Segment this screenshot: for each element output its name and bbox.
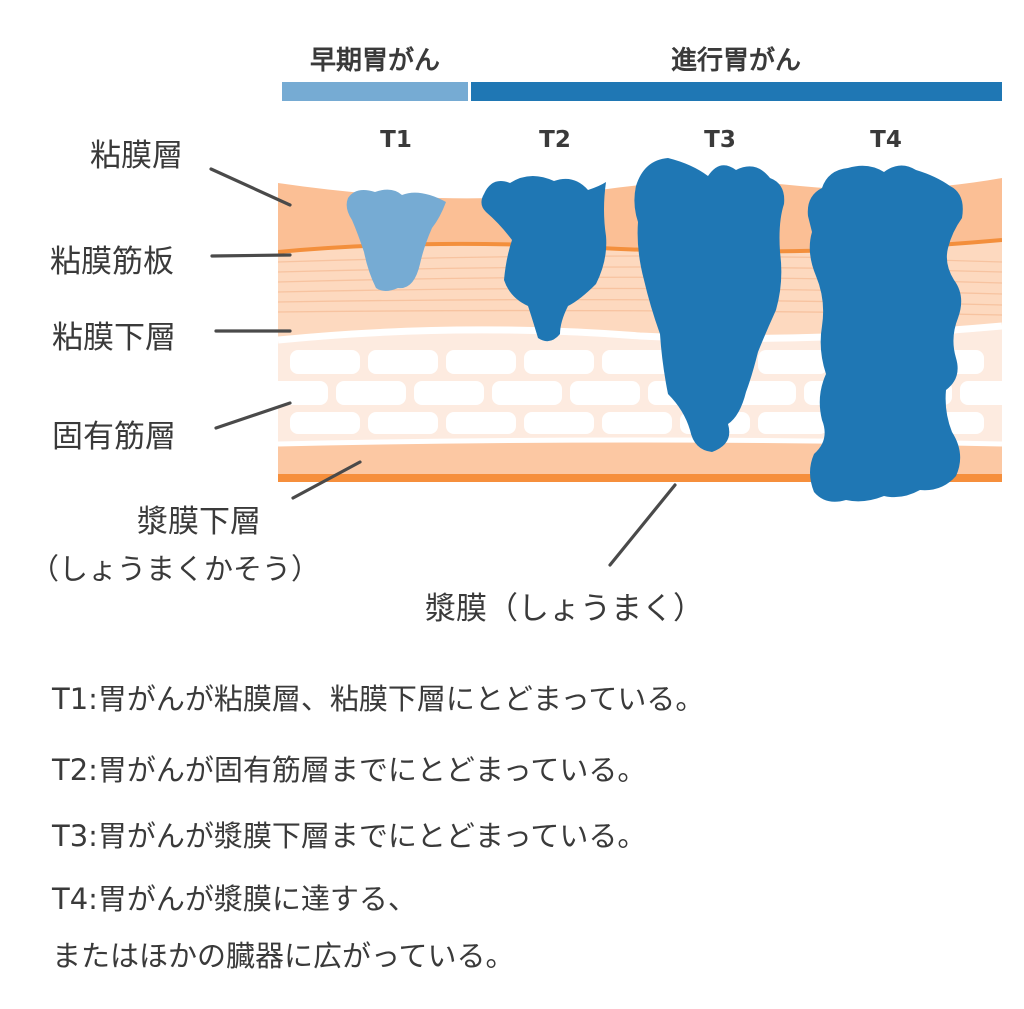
muscularis-propria-label: 固有筋層	[52, 419, 176, 455]
subserosa-label: 漿膜下層	[137, 504, 261, 540]
submucosa-label: 粘膜下層	[52, 320, 176, 356]
mucosa-label: 粘膜層	[90, 138, 183, 174]
t2-description: T2:胃がんが固有筋層までにとどまっている。	[52, 753, 647, 787]
advanced-stage-bar	[471, 82, 1002, 101]
muscularis-mucosae-label: 粘膜筋板	[50, 244, 174, 280]
t4-description-line2: またはほかの臓器に広がっている。	[52, 939, 515, 973]
early-stage-label: 早期胃がん	[309, 46, 440, 76]
t1-tumor	[346, 189, 446, 291]
advanced-stage-label: 進行胃がん	[670, 46, 801, 76]
t1-description: T1:胃がんが粘膜層、粘膜下層にとどまっている。	[52, 682, 705, 716]
t3-tumor	[634, 158, 785, 452]
serosa-label: 漿膜（しょうまく）	[425, 591, 704, 627]
t2-label: T2	[539, 127, 571, 153]
t4-label: T4	[870, 127, 902, 153]
t4-tumor	[807, 165, 963, 502]
early-stage-bar	[282, 82, 468, 101]
t1-label: T1	[380, 127, 412, 153]
t3-label: T3	[704, 127, 736, 153]
t2-tumor	[481, 175, 607, 342]
t3-description: T3:胃がんが漿膜下層までにとどまっている。	[52, 819, 647, 853]
subserosa-reading-label: （しょうまくかそう）	[30, 552, 321, 586]
serosa-line	[278, 474, 1002, 482]
t4-description-line1: T4:胃がんが漿膜に達する、	[52, 882, 417, 916]
leader-lines	[209, 167, 677, 567]
